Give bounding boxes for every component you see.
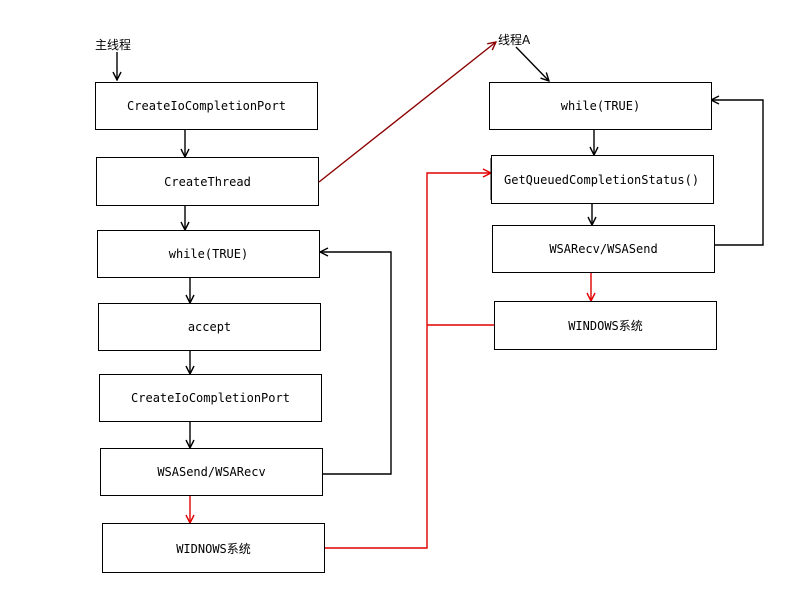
main-box-create-io-completion-port-2: CreateIoCompletionPort [99,374,322,422]
loop-back-main [320,252,392,475]
main-box-create-io-completion-port: CreateIoCompletionPort [95,82,318,130]
arrow-createthread-to-thread-a [318,42,496,183]
main-box-wsasend-wsarecv: WSASend/WSARecv [100,448,323,496]
thread-box-wsarecv-wsasend: WSARecv/WSASend [492,225,715,273]
arrow-thread-a-label-to-box [515,46,549,81]
thread-box-get-queued-completion-status: GetQueuedCompletionStatus() [491,155,714,204]
main-thread-label: 主线程 [95,38,132,52]
main-box-while-true: while(TRUE) [97,230,320,278]
main-box-windows-system: WIDNOWS系统 [102,523,325,573]
thread-box-while-true: while(TRUE) [489,82,712,130]
main-box-create-thread: CreateThread [96,157,319,206]
main-box-accept: accept [98,303,321,351]
thread-box-windows-system: WINDOWS系统 [494,301,717,350]
loop-back-thread [711,100,764,246]
thread-a-label: 线程A [498,33,531,47]
red-path-main-system-to-gqcs [324,173,491,549]
